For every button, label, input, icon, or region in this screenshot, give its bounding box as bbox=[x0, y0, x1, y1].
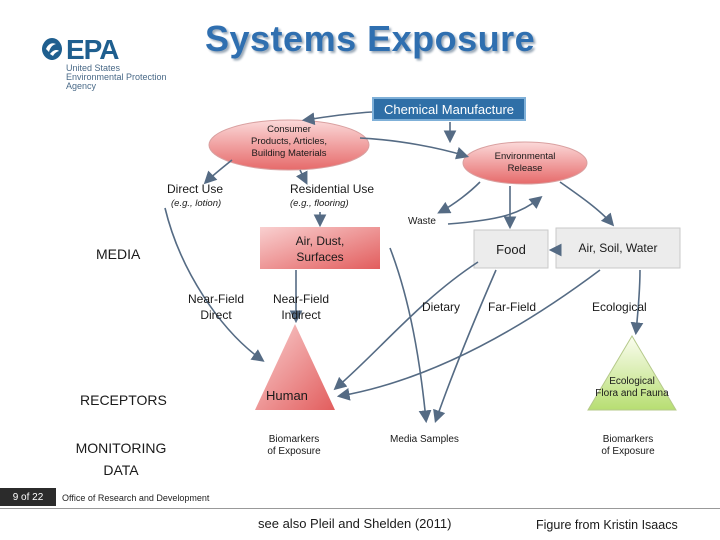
food-box bbox=[473, 229, 549, 269]
biomarkers-left-label: Biomarkers of Exposure bbox=[267, 434, 321, 457]
arrow-chem-to-consumer bbox=[301, 111, 373, 126]
air-dust-surfaces-label: Air, Dust, Surfaces bbox=[295, 234, 345, 264]
arrow-consumer-to-release bbox=[359, 137, 470, 160]
biomarkers-right-label: Biomarkers of Exposure bbox=[601, 434, 655, 457]
footer-divider bbox=[0, 508, 720, 509]
epa-logo-subtitle: United States Environmental Protection A… bbox=[66, 63, 167, 91]
arrow-air-to-mediasamples bbox=[389, 247, 432, 424]
dietary-label: Dietary bbox=[422, 300, 461, 314]
consumer-products-ellipse bbox=[208, 119, 370, 171]
arrow-airsoil-to-ecological bbox=[630, 269, 644, 336]
residential-use-label: Residential Use bbox=[290, 182, 375, 196]
reference-text: see also Pleil and Shelden (2011) bbox=[258, 516, 452, 531]
air-soil-water-label: Air, Soil, Water bbox=[578, 241, 658, 255]
receptors-row-label: RECEPTORS bbox=[80, 392, 167, 408]
arrow-food-to-human bbox=[333, 261, 479, 391]
residential-use-example: (e.g., flooring) bbox=[290, 198, 349, 209]
far-field-label: Far-Field bbox=[488, 300, 537, 314]
arrow-release-to-airsoil bbox=[559, 181, 615, 227]
monitoring-row-label: MONITORING DATA bbox=[75, 440, 167, 478]
direct-use-label: Direct Use bbox=[167, 182, 224, 196]
consumer-products-label: Consumer Products, Articles, Building Ma… bbox=[250, 124, 328, 159]
environmental-release-ellipse bbox=[462, 141, 588, 185]
air-dust-surfaces-box bbox=[260, 227, 380, 269]
arrow-directuse-to-human bbox=[164, 207, 265, 362]
page-number: 9 of 22 bbox=[0, 488, 56, 506]
chemical-manufacture-box: Chemical Manufacture bbox=[372, 97, 526, 121]
environmental-release-label: Environmental Release bbox=[494, 151, 556, 174]
ecological-label: Ecological bbox=[592, 300, 647, 314]
air-soil-water-box bbox=[555, 227, 681, 269]
human-label: Human bbox=[266, 388, 308, 403]
waste-label: Waste bbox=[408, 216, 436, 227]
office-label: Office of Research and Development bbox=[62, 493, 210, 503]
media-row-label: MEDIA bbox=[96, 246, 141, 262]
human-triangle bbox=[255, 324, 335, 410]
ecological-flora-label: Ecological Flora and Fauna bbox=[595, 376, 669, 399]
media-samples-label: Media Samples bbox=[390, 434, 459, 445]
near-field-indirect-label: Near-Field Indirect bbox=[272, 292, 329, 322]
epa-logo-icon bbox=[42, 38, 62, 60]
direct-use-example: (e.g., lotion) bbox=[171, 198, 222, 209]
page-title: Systems Exposure bbox=[205, 18, 536, 59]
figure-credit: Figure from Kristin Isaacs bbox=[536, 518, 678, 532]
arrow-waste-to-airsoil bbox=[447, 196, 543, 225]
epa-logo-word: EPA bbox=[66, 34, 119, 65]
arrow-consumer-to-directuse bbox=[203, 159, 233, 185]
near-field-direct-label: Near-Field Direct bbox=[187, 292, 244, 322]
arrow-consumer-to-residential bbox=[295, 169, 308, 185]
arrow-food-to-mediasamples bbox=[433, 269, 497, 424]
food-label: Food bbox=[496, 241, 526, 257]
arrow-release-to-waste bbox=[437, 181, 481, 214]
ecological-triangle bbox=[587, 335, 677, 411]
arrow-airsoil-to-human bbox=[336, 269, 601, 401]
